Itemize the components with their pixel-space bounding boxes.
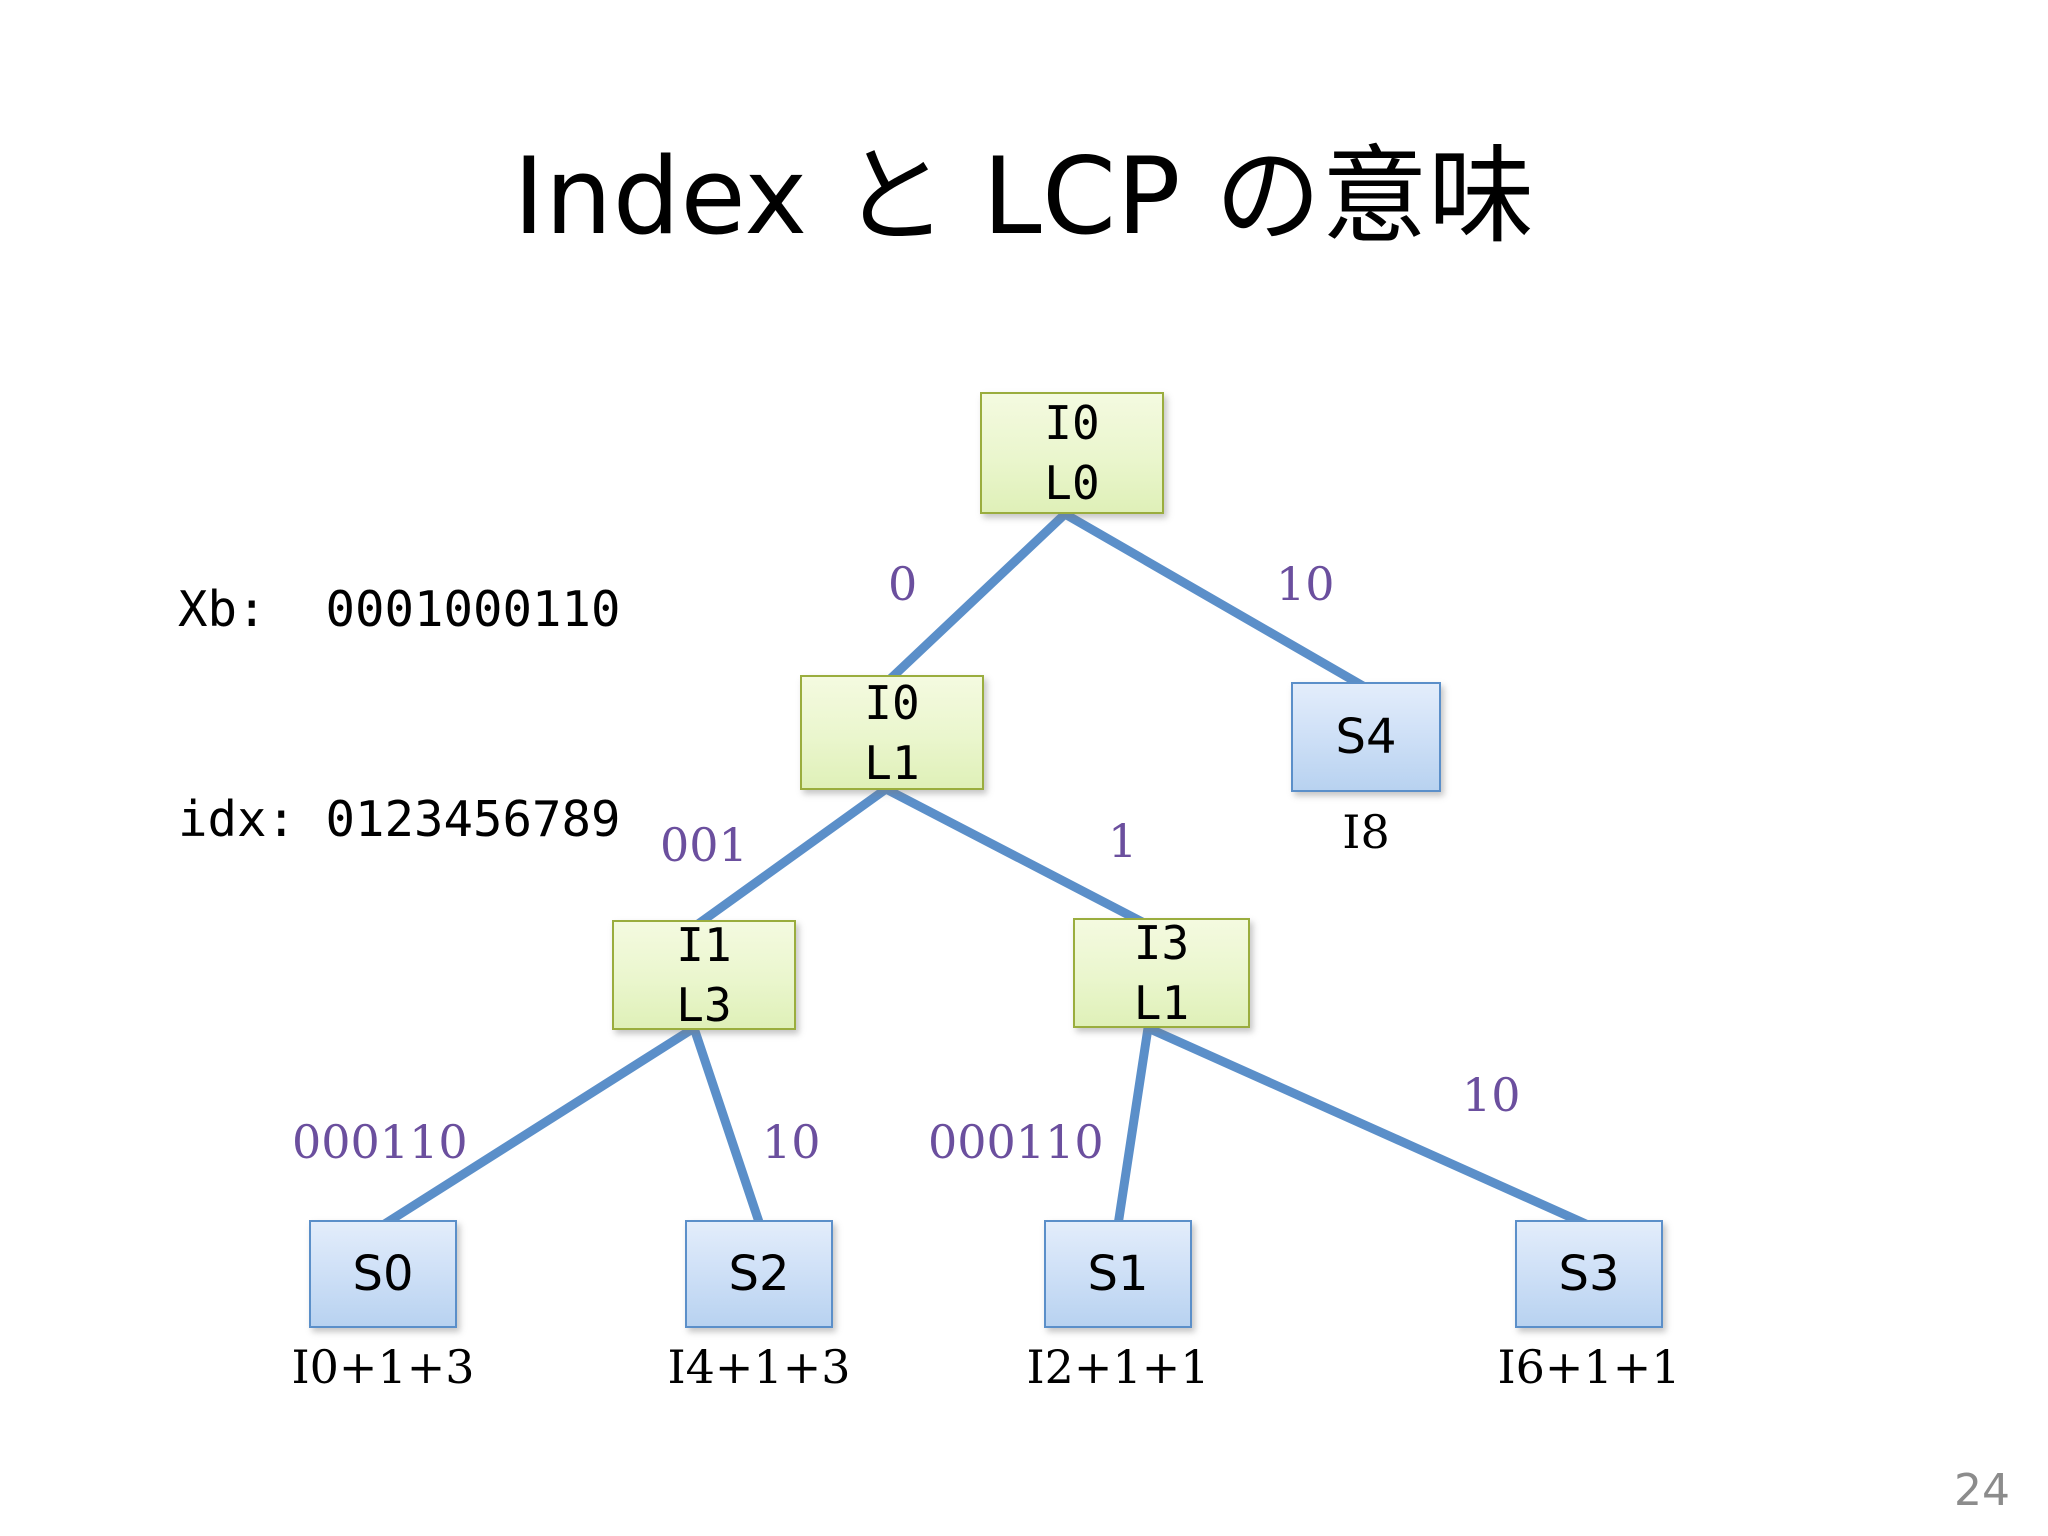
tree-leaf-s2-caption: I4+1+3 [667,1340,851,1394]
edge-i1l3-to-s2 [689,1023,765,1230]
edge-label-i0l1-right: 1 [1108,814,1138,868]
page-number: 24 [1954,1465,2010,1516]
edge-label-i1l3-right: 10 [762,1115,821,1169]
tree-leaf-s1-label: S1 [1087,1246,1149,1302]
tree-node-i3l1-lcp: L1 [1133,976,1190,1030]
tree-leaf-s0[interactable]: S0 [309,1220,457,1328]
tree-leaf-s3[interactable]: S3 [1515,1220,1663,1328]
bitstring-legend: Xb: 0001000110 idx: 0123456789 [178,435,621,995]
tree-node-i3l1-index: I3 [1133,916,1190,970]
edge-label-i1l3-left: 000110 [292,1115,468,1169]
tree-leaf-s4-caption: I8 [1342,805,1390,859]
tree-node-root-lcp: L0 [1044,456,1100,510]
tree-node-i3l1[interactable]: I3 L1 [1073,916,1250,1030]
edge-label-i3l1-right: 10 [1462,1068,1521,1122]
tree-node-root[interactable]: I0 L0 [980,392,1164,514]
tree-node-i1l3-index: I1 [676,918,732,972]
tree-leaf-s3-caption: I6+1+1 [1497,1340,1681,1394]
edge-label-root-left: 0 [888,557,918,611]
tree-leaf-s2-label: S2 [728,1246,790,1302]
tree-leaf-s1-caption: I2+1+1 [1026,1340,1210,1394]
tree-node-i1l3-lcp: L3 [676,978,732,1032]
tree-leaf-s2[interactable]: S2 [685,1220,833,1328]
tree-leaf-s0-label: S0 [352,1246,414,1302]
edge-label-i3l1-left: 000110 [928,1115,1104,1169]
legend-line-xb: Xb: 0001000110 [178,581,621,638]
tree-leaf-s4[interactable]: S4 [1291,682,1441,792]
edge-i3l1-to-s3 [1143,1023,1593,1230]
legend-line-idx: idx: 0123456789 [178,791,621,848]
tree-leaf-s0-caption: I0+1+3 [291,1340,475,1394]
edge-label-i0l1-left: 001 [660,818,748,872]
tree-node-root-index: I0 [1044,396,1100,450]
tree-leaf-s3-label: S3 [1558,1246,1620,1302]
page-title: Index と LCP の意味 [513,135,1535,258]
tree-leaf-s4-label: S4 [1335,709,1397,765]
edge-i3l1-to-s1 [1113,1023,1153,1230]
tree-node-i0l1-index: I0 [864,675,920,730]
tree-leaf-s1[interactable]: S1 [1044,1220,1192,1328]
tree-node-i0l1[interactable]: I0 L1 [800,675,984,790]
tree-node-i1l3[interactable]: I1 L3 [612,918,796,1032]
edge-label-root-right: 10 [1276,557,1335,611]
tree-node-i0l1-lcp: L1 [864,735,920,790]
